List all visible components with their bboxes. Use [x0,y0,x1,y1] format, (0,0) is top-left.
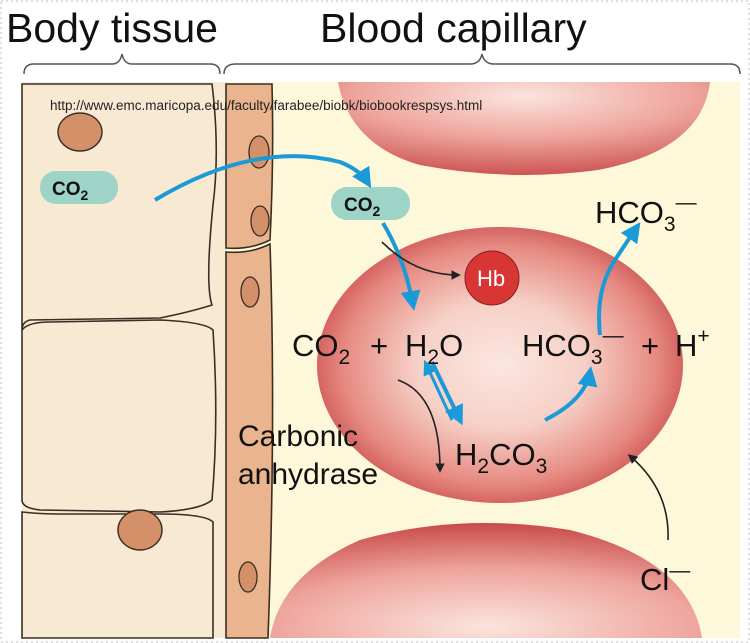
hemoglobin-label: Hb [477,266,505,291]
enzyme-label-line2: anhydrase [238,458,378,491]
arrow-reverse-to-co2 [423,359,454,421]
co2-capillary-label: CO2 [344,195,381,219]
tissue-cells [21,83,218,639]
source-url: http://www.emc.maricopa.edu/faculty/fara… [50,98,482,113]
reactant-h2o: H2O [405,328,463,369]
red-blood-cell-top [338,82,710,175]
brace-body-tissue [23,53,221,75]
arrow-chloride-shift [627,454,669,541]
tissue-nucleus-2 [117,509,163,551]
arrow-h2co3-to-hco3 [544,366,598,422]
hco3-outside-label: HCO3— [595,191,697,236]
arrow-to-hb [381,241,461,280]
carbonic-acid: H2CO3 [455,437,547,478]
header-body-tissue: Body tissue [6,5,218,51]
plus-sign-1: + [370,328,388,363]
wall-nucleus-4 [238,561,258,593]
capillary-wall [225,83,274,639]
reactant-co2: CO2 [292,328,350,369]
co2-tissue-pill [40,171,118,204]
plus-sign-2: + [641,328,659,363]
hemoglobin-circle [464,250,520,306]
arrow-co2-diffusion [153,154,372,202]
red-blood-cell-bottom [270,522,702,638]
enzyme-label-line1: Carbonic [238,420,358,453]
chloride-ion: Cl— [640,559,690,597]
arrow-co2-into-rbc [381,221,421,311]
product-hco3: HCO3— [522,324,624,369]
co2-capillary-pill [331,187,410,220]
brace-blood-capillary [223,53,741,75]
header-blood-capillary: Blood capillary [320,5,587,51]
wall-nucleus-3 [240,276,260,308]
wall-nucleus-2 [250,205,270,237]
wall-nucleus-1 [248,135,270,169]
product-h-plus: H+ [675,325,710,363]
arrow-carbonic-anhydrase [397,379,445,473]
arrow-hco3-out [597,222,641,336]
co2-tissue-label: CO2 [52,179,89,203]
tissue-nucleus-1 [57,112,103,152]
